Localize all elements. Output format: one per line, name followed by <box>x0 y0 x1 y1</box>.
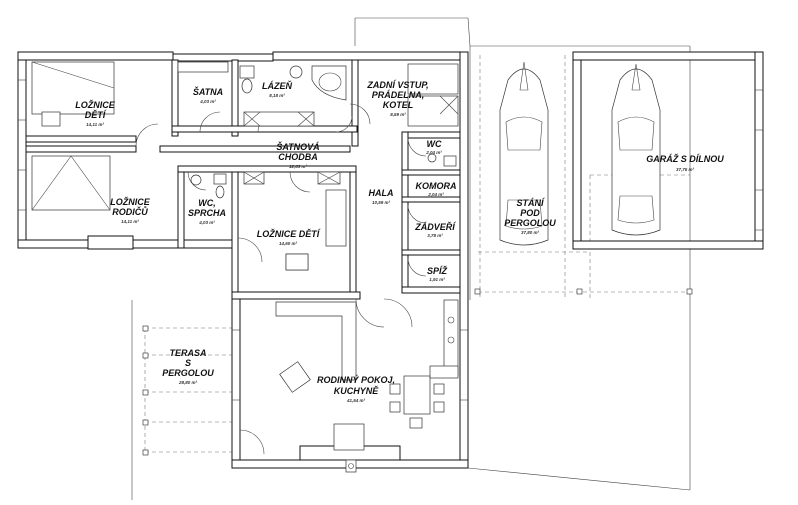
desk <box>285 253 309 271</box>
pergola-outlines <box>131 17 691 500</box>
garage-walls <box>572 51 764 250</box>
sink-icon <box>190 65 459 186</box>
toilet-icon <box>213 65 457 199</box>
armchair-icon <box>333 423 365 451</box>
windows <box>18 79 763 401</box>
car-icon <box>611 63 661 236</box>
wardrobes <box>177 61 459 185</box>
entry-lamp <box>345 459 357 473</box>
dining-table-icon <box>389 375 445 429</box>
bathtub-icon <box>311 65 347 101</box>
armchair-icon <box>279 361 311 393</box>
sofa <box>275 301 357 381</box>
bed-icon <box>31 155 111 211</box>
kitchen-counter <box>429 299 459 379</box>
pergola-posts <box>142 288 693 456</box>
bed-icon <box>31 61 115 127</box>
car-icon <box>499 61 549 246</box>
